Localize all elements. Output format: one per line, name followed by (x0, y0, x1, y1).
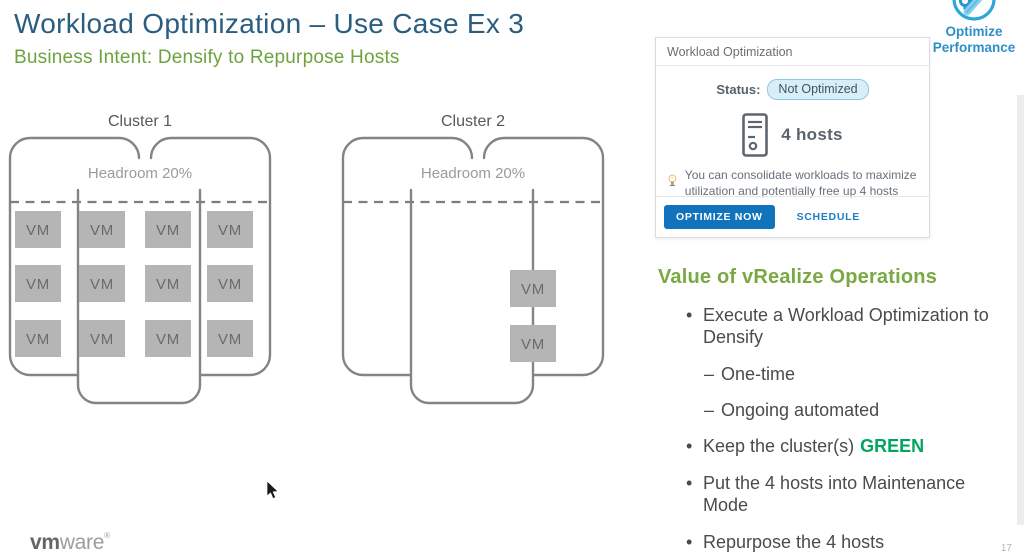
cluster-1-label: Cluster 1 (108, 113, 172, 130)
cluster-1-headroom-label: Headroom 20% (88, 165, 192, 182)
bullet-marker: – (704, 399, 715, 420)
optimize-performance-badge: Optimize Performance (926, 0, 1022, 55)
cluster-2-headroom-label: Headroom 20% (421, 165, 525, 182)
bullet-repurpose: • Repurpose the 4 hosts (656, 532, 1012, 554)
status-label: Status: (716, 82, 761, 97)
value-heading: Value of vRealize Operations (658, 266, 938, 288)
bullet-ongoing: – Ongoing automated (656, 400, 1012, 422)
logo-vm: vm (30, 531, 60, 554)
schedule-button[interactable]: SCHEDULE (796, 211, 860, 223)
logo-ware: ware (59, 531, 105, 554)
bullet-text: Keep the cluster(s)GREEN (703, 436, 1012, 458)
cluster-1-vms: VM VM VM VM VM VM VM VM VM VM VM VM (15, 211, 253, 357)
server-host-icon (742, 113, 768, 157)
lightbulb-icon (668, 174, 677, 186)
vm: VM (218, 276, 242, 293)
page-title: Workload Optimization – Use Case Ex 3 (14, 8, 525, 39)
cluster-2-label: Cluster 2 (441, 113, 505, 130)
cluster-1: Cluster 1 Headroom 20% VM VM VM VM VM VM… (8, 113, 272, 405)
vm: VM (218, 331, 242, 348)
vmware-logo: vmware® (30, 531, 110, 555)
bullet-marker: • (686, 531, 693, 552)
vm: VM (156, 276, 180, 293)
vm: VM (521, 336, 545, 353)
optimize-now-button[interactable]: OPTIMIZE NOW (664, 205, 775, 229)
tip-text: You can consolidate workloads to maximiz… (684, 168, 917, 198)
green-highlight: GREEN (860, 435, 925, 456)
value-section: Value of vRealize Operations • Execute a… (656, 266, 1012, 560)
cluster-2-vms: VM VM (510, 270, 556, 362)
cluster-diagram: Cluster 1 Headroom 20% VM VM VM VM VM VM… (8, 113, 605, 405)
bullet-maintenance: • Put the 4 hosts into Maintenance Mode (656, 473, 1012, 517)
wrench-gear-icon (952, 0, 996, 21)
vm: VM (26, 331, 50, 348)
badge-label-line2: Performance (932, 39, 1016, 55)
bullet-keep-green: • Keep the cluster(s)GREEN (656, 436, 1012, 458)
card-actions: OPTIMIZE NOW SCHEDULE (656, 196, 929, 237)
screen-edge-artifact (1017, 95, 1024, 525)
bullet-text: Repurpose the 4 hosts (703, 531, 885, 552)
bullet-marker: • (686, 435, 693, 456)
cluster-2: Cluster 2 Headroom 20% VM VM (341, 113, 605, 405)
vm: VM (90, 331, 114, 348)
bullet-execute: • Execute a Workload Optimization to Den… (656, 305, 1012, 349)
status-badge: Not Optimized (767, 79, 869, 100)
vm: VM (90, 276, 114, 293)
card-header: Workload Optimization (656, 38, 929, 66)
bullet-one-time: – One-time (656, 364, 1012, 386)
vm: VM (26, 222, 50, 239)
workload-optimization-card: Workload Optimization Status: Not Optimi… (655, 37, 930, 238)
bullet-marker: • (686, 472, 693, 493)
logo-registered-mark: ® (104, 531, 110, 540)
vm: VM (156, 331, 180, 348)
hosts-count: 4 hosts (781, 125, 843, 144)
page-subtitle: Business Intent: Densify to Repurpose Ho… (14, 47, 400, 68)
bullet-text: Execute a Workload Optimization to Densi… (703, 305, 989, 347)
vm: VM (26, 276, 50, 293)
vm: VM (90, 222, 114, 239)
bullet-text: One-time (721, 363, 796, 384)
mouse-cursor (266, 481, 279, 500)
bullet-text: Ongoing automated (721, 399, 880, 420)
vm: VM (156, 222, 180, 239)
vm: VM (218, 222, 242, 239)
page-number: 17 (1000, 543, 1012, 554)
bullet-marker: • (686, 305, 693, 325)
bullet-text: Put the 4 hosts into Maintenance Mode (703, 472, 966, 515)
badge-label-line1: Optimize (945, 24, 1003, 39)
cluster-2-inner-host (409, 188, 535, 405)
bullet-text-part: Keep the cluster(s) (703, 435, 855, 456)
bullet-marker: – (704, 363, 715, 384)
vm: VM (521, 281, 545, 298)
